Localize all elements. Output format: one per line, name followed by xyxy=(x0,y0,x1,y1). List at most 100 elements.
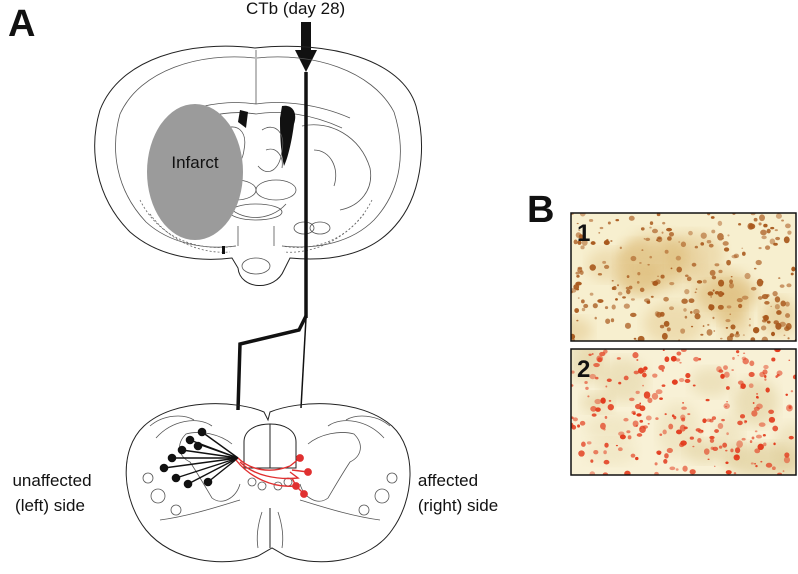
stained-cell xyxy=(732,356,735,360)
stained-cell xyxy=(617,284,619,287)
stained-cell xyxy=(711,416,717,420)
stained-cell xyxy=(738,222,742,226)
stained-cell xyxy=(755,464,758,468)
stained-cell xyxy=(678,378,685,383)
stained-cell xyxy=(717,220,723,226)
stained-cell xyxy=(670,355,677,362)
stained-cell xyxy=(656,450,662,455)
stained-cell xyxy=(603,450,607,455)
stained-cell xyxy=(730,448,734,453)
stained-cell xyxy=(724,371,730,378)
stained-cell xyxy=(591,413,597,417)
stained-cell xyxy=(707,291,714,296)
stained-cell xyxy=(612,286,617,291)
stained-cell xyxy=(580,245,585,250)
stain-background-blob xyxy=(719,310,751,341)
stained-cell xyxy=(741,247,744,249)
stained-cell xyxy=(725,449,728,452)
stained-cell xyxy=(682,465,688,472)
stained-cell xyxy=(714,290,720,295)
stained-cell xyxy=(652,373,658,378)
stained-cell xyxy=(634,403,642,410)
stained-cell xyxy=(707,458,710,460)
stained-cell xyxy=(693,356,700,362)
stained-cell xyxy=(754,430,758,433)
stained-cell xyxy=(778,277,781,279)
stained-cell xyxy=(661,384,666,387)
stained-cell xyxy=(608,399,612,402)
stained-cell xyxy=(577,266,583,270)
stained-cell xyxy=(664,413,667,416)
stained-cell xyxy=(680,328,686,334)
stained-cell xyxy=(642,384,644,387)
stained-cell xyxy=(743,419,747,424)
stained-cell xyxy=(735,350,740,354)
stained-cell xyxy=(667,236,672,241)
stained-cell xyxy=(626,288,631,295)
stained-cell xyxy=(696,280,703,284)
stained-cell xyxy=(755,259,762,266)
stained-cell xyxy=(742,352,746,354)
stained-cell xyxy=(668,231,675,237)
stained-cell xyxy=(611,280,614,282)
stained-cell xyxy=(643,366,648,371)
stained-cell xyxy=(786,283,792,288)
stained-cell xyxy=(691,262,697,267)
stained-cell xyxy=(726,305,732,309)
stained-cell xyxy=(685,372,691,379)
stained-cell xyxy=(675,429,683,435)
stained-cell xyxy=(688,230,693,236)
stained-cell xyxy=(761,319,767,323)
stained-cell xyxy=(590,241,596,245)
stained-cell xyxy=(662,221,666,225)
stained-cell xyxy=(695,428,701,432)
stained-cell xyxy=(706,329,713,336)
stained-cell xyxy=(717,304,724,310)
stained-cell xyxy=(626,430,631,434)
stained-cell xyxy=(739,387,742,389)
stained-cell xyxy=(579,213,586,217)
stained-cell xyxy=(707,323,710,326)
stained-cell xyxy=(636,413,642,417)
stained-cell xyxy=(722,241,729,246)
stained-cell xyxy=(718,445,723,449)
stained-cell xyxy=(710,295,713,298)
stained-cell xyxy=(753,406,760,411)
stained-cell xyxy=(788,359,791,362)
stained-cell xyxy=(600,397,606,404)
stained-cell xyxy=(725,327,729,329)
infarct-label: Infarct xyxy=(171,153,219,172)
stained-cell xyxy=(774,303,780,310)
stained-cell xyxy=(656,236,663,243)
infarct-region xyxy=(147,104,243,240)
stained-cell xyxy=(752,402,755,405)
stained-cell xyxy=(656,275,660,278)
stained-cell xyxy=(649,255,653,259)
stained-cell xyxy=(702,418,707,424)
stained-cell xyxy=(576,319,579,322)
stained-cell xyxy=(656,213,661,217)
stained-cell xyxy=(714,263,720,267)
stained-cell xyxy=(598,231,601,234)
right-side-label-line2: (right) side xyxy=(418,496,498,515)
stained-cell xyxy=(571,333,576,340)
stained-cell xyxy=(773,320,779,325)
stained-cell xyxy=(643,391,651,399)
stained-cell xyxy=(578,234,584,239)
stained-cell xyxy=(723,403,730,409)
unaffected-side-projections xyxy=(159,427,239,489)
stained-cell xyxy=(754,448,761,454)
stained-cell xyxy=(605,318,611,324)
stained-cell xyxy=(600,422,606,430)
stained-cell xyxy=(659,397,663,401)
stained-cell xyxy=(619,434,626,440)
stained-cell xyxy=(764,375,767,378)
stained-cell xyxy=(589,373,596,380)
stained-cell xyxy=(725,406,728,408)
tracer-label: CTb (day 28) xyxy=(246,0,345,18)
stained-cell xyxy=(760,460,763,463)
stained-cell xyxy=(623,303,630,309)
stained-cell xyxy=(689,311,693,314)
stained-cell xyxy=(575,271,580,275)
stained-cell xyxy=(583,303,589,309)
